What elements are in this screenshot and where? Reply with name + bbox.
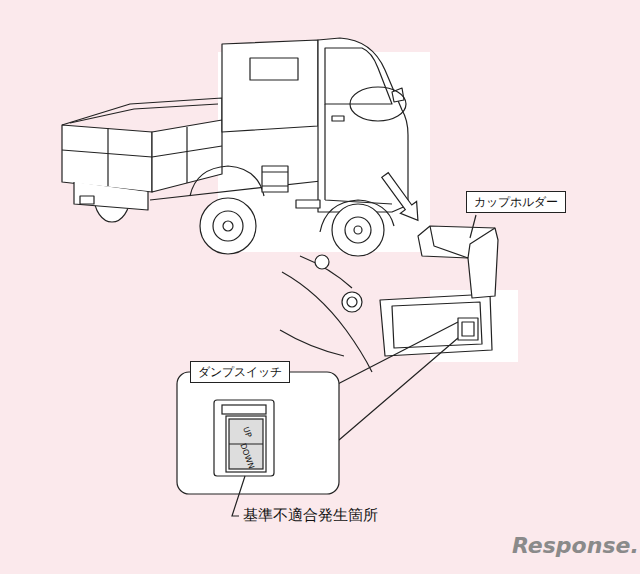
dump-truck <box>62 125 152 192</box>
dump-truck <box>325 48 392 104</box>
dump-truck <box>80 196 94 204</box>
dump-truck <box>332 116 344 121</box>
dashboard-detail <box>280 215 498 372</box>
dump-truck <box>200 198 256 254</box>
callout <box>222 405 266 414</box>
label-text: ダンプスイッチ <box>198 365 282 379</box>
switch-legend: DOWN <box>237 442 254 470</box>
dashboard-detail <box>430 226 495 258</box>
dump-truck <box>354 226 362 234</box>
dashboard-detail <box>342 292 362 312</box>
dump-truck <box>262 166 288 192</box>
callout <box>229 419 263 469</box>
dump-truck <box>250 58 298 80</box>
switch-legend: UP <box>240 425 252 438</box>
detail-arrow <box>377 169 426 226</box>
dump-truck <box>108 127 187 186</box>
part-label-box: カップホルダー <box>466 191 566 213</box>
dashboard-detail <box>418 226 498 298</box>
dump-truck <box>213 211 243 241</box>
dump-truck <box>62 38 408 256</box>
dump-truck <box>74 182 148 210</box>
dashboard-detail <box>380 294 492 356</box>
dump-truck <box>70 104 218 123</box>
dashboard-detail <box>282 272 372 372</box>
dump-truck <box>325 104 392 204</box>
dashboard-detail <box>300 256 352 288</box>
leader-line <box>330 322 458 440</box>
dump-truck <box>62 98 222 125</box>
dump-truck <box>296 200 320 208</box>
dashboard-detail <box>347 297 357 307</box>
detail-arrow <box>377 169 426 226</box>
dump-truck <box>223 221 233 231</box>
callout-title-box: ダンプスイッチ <box>190 361 290 383</box>
watermark: Response. <box>512 534 639 558</box>
dump-truck <box>345 217 371 243</box>
dashboard-detail <box>315 255 329 269</box>
label-text: カップホルダー <box>474 195 558 209</box>
dump-truck <box>150 180 330 200</box>
dump-truck <box>332 204 384 256</box>
dump-truck <box>262 172 288 186</box>
dump-truck <box>62 146 222 157</box>
callout <box>226 416 266 472</box>
callout <box>177 372 339 494</box>
dashboard-detail <box>462 322 474 336</box>
leader-line <box>470 215 476 238</box>
dump-truck <box>222 40 318 132</box>
dump-truck <box>190 166 264 196</box>
dump-truck <box>350 87 406 121</box>
callout <box>177 322 458 516</box>
note-text: 基準不適合発生箇所 <box>243 507 378 524</box>
dashboard-detail <box>280 330 344 356</box>
dashboard-detail <box>458 318 478 340</box>
dashboard-detail <box>392 302 482 348</box>
callout <box>214 400 274 476</box>
